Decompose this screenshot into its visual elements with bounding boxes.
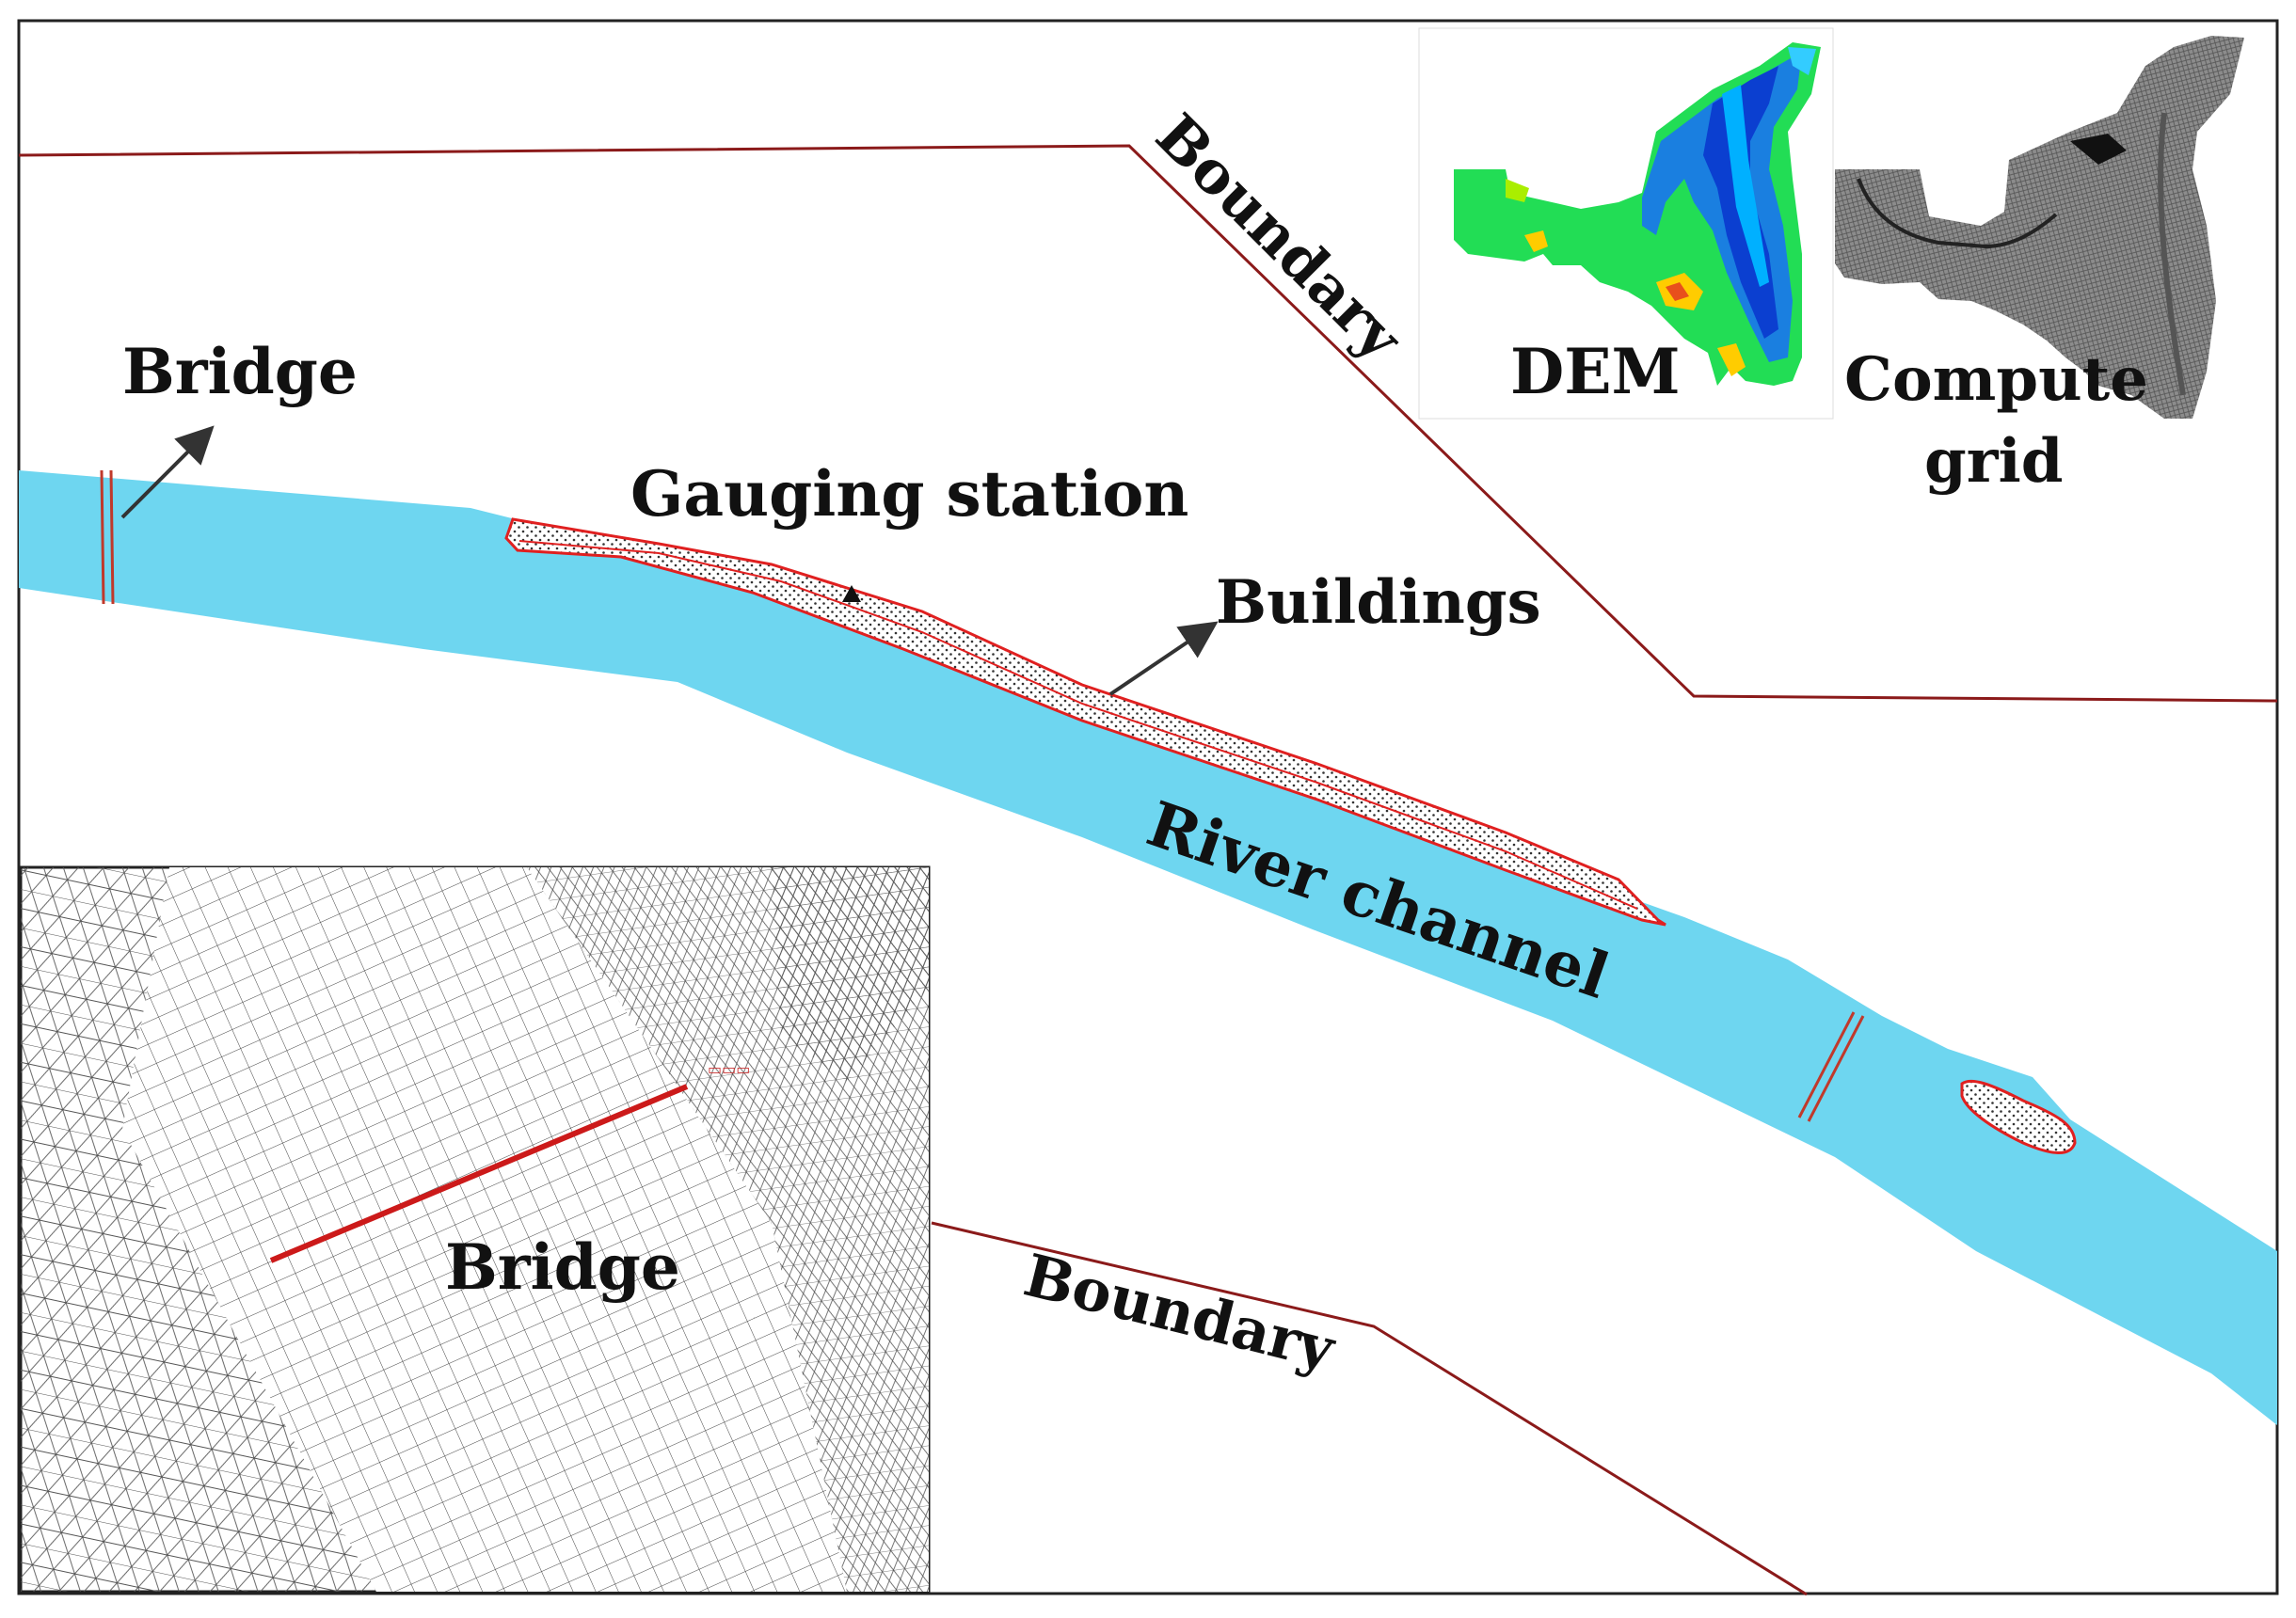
dem-map (1454, 42, 1821, 386)
compute-grid-label-line2: grid (1924, 426, 2064, 497)
bridge-label: Bridge (122, 335, 358, 408)
dem-label: DEM (1510, 335, 1681, 408)
boundary-line-bottom (931, 1221, 1808, 1596)
buildings-strip (504, 517, 1666, 927)
boundary-label-bottom: Boundary (1017, 1241, 1343, 1385)
buildings-strip-inner-edge (518, 540, 1638, 910)
boundary-line-top (18, 144, 2278, 703)
gauging-station-marker (842, 585, 861, 602)
compute-grid-map (1835, 36, 2244, 419)
figure-frame (17, 19, 2279, 1595)
compute-grid-label-line1: Compute (1844, 344, 2148, 415)
buildings-arrow (1108, 621, 1219, 696)
inset-bridge-line (269, 1084, 689, 1263)
inset-bridge-tag: ▭▭▭ (708, 1060, 750, 1078)
buildings-label: Buildings (1216, 567, 1541, 638)
upper-bridge (100, 469, 115, 605)
downstream-building (1960, 1079, 2077, 1154)
gauging-station-label: Gauging station (630, 457, 1188, 531)
river-channel (19, 470, 2277, 1425)
boundary-label-top: Boundary (1142, 101, 1416, 374)
bridge-mesh (21, 867, 929, 1592)
bridge-arrow (120, 425, 215, 519)
inset-bridge-label: Bridge (445, 1230, 680, 1304)
lower-bridge (1797, 1011, 1865, 1122)
